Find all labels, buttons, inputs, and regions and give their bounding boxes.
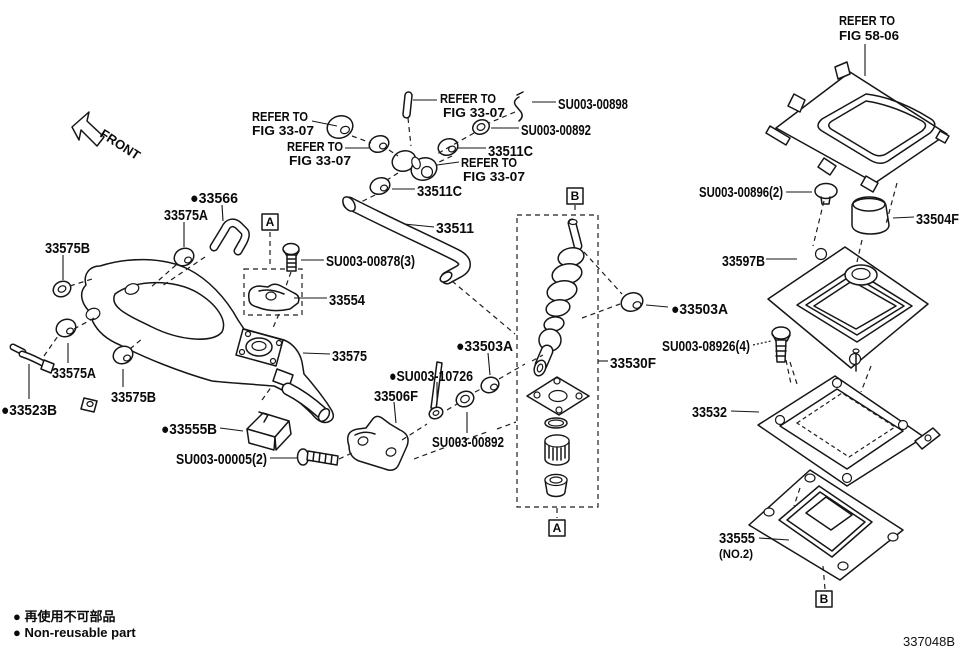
refer-fig33-left1-line2: FIG 33-07 <box>252 123 314 138</box>
refer-fig33-mid-line2: FIG 33-07 <box>463 169 525 184</box>
callout-33532: 33532 <box>692 404 727 421</box>
callout-33530f: 33530F <box>610 355 656 372</box>
callout-33597b: 33597B <box>722 253 765 270</box>
callout-33511: 33511 <box>436 220 474 237</box>
callout-su003-00892-top: SU003-00892 <box>521 122 591 139</box>
front-label: FRONT <box>97 126 143 163</box>
callout-33555-no2: (NO.2) <box>719 547 753 561</box>
shift-lever-assembly <box>526 218 590 498</box>
callout-33503a-right: ●33503A <box>671 301 728 318</box>
callout-33511c-left: 33511C <box>417 183 462 200</box>
callout-33504f: 33504F <box>916 211 959 228</box>
nut-33575b-top <box>52 280 72 298</box>
callout-33555b: ●33555B <box>161 421 217 438</box>
callout-su003-00005: SU003-00005(2) <box>176 451 267 468</box>
marker-b-top: B <box>566 187 584 205</box>
bolt-su003-08926 <box>771 326 791 363</box>
cushion-block-33555b <box>246 411 292 451</box>
shift-knob <box>851 196 890 235</box>
callout-33575: 33575 <box>332 348 367 365</box>
bushing-33575a-bottom <box>55 318 77 338</box>
marker-a-bottom-label: A <box>553 521 562 535</box>
callout-su003-00898: SU003-00898 <box>558 96 628 113</box>
callout-33575a-top: 33575A <box>164 207 208 224</box>
joint-refer-center <box>391 149 438 182</box>
bushing-33511c-left <box>369 176 391 196</box>
callout-33555: 33555 <box>719 530 755 547</box>
washer-su003-00892-top <box>471 118 491 136</box>
lever-rod-33523b <box>9 343 98 413</box>
callout-33575a-bottom: 33575A <box>52 365 96 382</box>
marker-a-top: A <box>261 213 279 231</box>
shift-rod <box>342 196 471 285</box>
legend-en: ● Non-reusable part <box>13 625 136 640</box>
document-number: 337048B <box>903 635 955 649</box>
pin-refer-top <box>402 91 413 119</box>
bracket-33554 <box>247 283 300 312</box>
callout-33554: 33554 <box>329 292 366 309</box>
bushing-33511c-top <box>437 137 459 157</box>
callout-su003-00896: SU003-00896(2) <box>699 184 783 201</box>
shift-lever-frame <box>757 348 941 487</box>
callout-33506f: 33506F <box>374 388 418 405</box>
front-arrow-icon <box>71 111 105 147</box>
refer-fig33-top-line1: REFER TO <box>440 91 496 106</box>
refer-fig58-line2: FIG 58-06 <box>839 28 899 43</box>
refer-fig33-left2-line2: FIG 33-07 <box>289 153 351 168</box>
marker-b-top-label: B <box>571 189 580 203</box>
legend-jp: ● 再使用不可部品 <box>13 609 115 624</box>
console-panel <box>765 61 950 193</box>
screw-su003-00896 <box>814 182 838 205</box>
bracket-33554-dashed-area <box>243 268 303 316</box>
callout-33511c-top: 33511C <box>488 143 533 160</box>
callout-33566: ●33566 <box>190 190 238 207</box>
callout-33575b-top: 33575B <box>45 240 90 257</box>
refer-fig58-line1: REFER TO <box>839 13 895 28</box>
callout-su003-10726: ●SU003-10726 <box>389 368 473 385</box>
marker-a-bottom: A <box>548 519 566 537</box>
callout-su003-00878: SU003-00878(3) <box>326 253 415 270</box>
bolt-su003-00878 <box>282 242 300 272</box>
callout-su003-00892-bottom: SU003-00892 <box>432 434 504 451</box>
bushing-33575b-bottom <box>112 345 134 365</box>
bushing-refer-a <box>326 114 354 140</box>
callout-leader-lines <box>28 99 915 541</box>
marker-b-bottom-label: B <box>820 592 829 606</box>
marker-a-top-label: A <box>266 215 275 229</box>
bushing-33503a-left <box>480 376 500 394</box>
bolt-su003-00005 <box>296 448 339 466</box>
callout-labels: REFER TO FIG 58-06 REFER TO FIG 33-07 RE… <box>1 13 959 561</box>
assembly-dashed-lines <box>43 111 898 590</box>
bushing-refer-b <box>368 134 390 154</box>
marker-b-bottom: B <box>815 590 833 608</box>
bushing-33503a-right <box>620 291 644 313</box>
callout-33575b-bottom: 33575B <box>111 389 156 406</box>
refer-fig33-top-line2: FIG 33-07 <box>443 105 505 120</box>
refer-fig33-left1-line1: REFER TO <box>252 109 308 124</box>
shift-boot-housing <box>767 246 929 369</box>
callout-su003-08926: SU003-08926(4) <box>662 338 750 355</box>
console-bracket-body <box>80 258 335 424</box>
washer-su003-10726 <box>428 406 444 420</box>
clip-su003-00898 <box>513 91 524 122</box>
shift-lever-gasket <box>748 469 904 581</box>
washer-su003-00892-bottom <box>455 390 475 408</box>
bushing-33575a-top <box>173 247 195 267</box>
refer-fig33-left2-line1: REFER TO <box>287 139 343 154</box>
legend: ● 再使用不可部品 ● Non-reusable part <box>13 609 136 640</box>
clamp-pipe-33566 <box>209 218 250 256</box>
callout-33523b: ●33523B <box>1 402 57 419</box>
callout-33503a-left: ●33503A <box>456 338 513 355</box>
refer-fig33-mid-line1: REFER TO <box>461 155 517 170</box>
